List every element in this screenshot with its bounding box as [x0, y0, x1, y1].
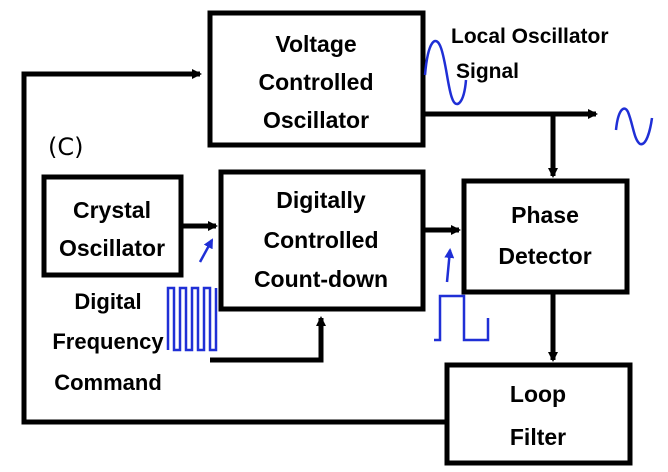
- loop-filter-block: Loop Filter: [444, 362, 633, 466]
- svg-text:Loop: Loop: [510, 381, 566, 407]
- sine-wave-icon: [423, 39, 468, 106]
- phase-detector-block: Phase Detector: [461, 178, 630, 295]
- feedback-line: [21, 69, 447, 425]
- panel-label: (C): [48, 133, 83, 161]
- svg-text:Count-down: Count-down: [254, 266, 388, 292]
- square-pointer-arrow: [444, 248, 455, 283]
- command-label-line3: Command: [54, 370, 162, 395]
- svg-text:Digitally: Digitally: [276, 187, 366, 213]
- svg-text:Oscillator: Oscillator: [263, 107, 369, 133]
- svg-text:Controlled: Controlled: [259, 69, 374, 95]
- svg-text:Crystal: Crystal: [73, 197, 151, 223]
- lo-signal-label-line1: Local Oscillator: [451, 25, 609, 48]
- command-label-line1: Digital: [74, 289, 141, 314]
- svg-text:Filter: Filter: [510, 424, 566, 450]
- command-label-line2: Frequency: [52, 329, 164, 354]
- pulse-pointer-arrow: [198, 238, 214, 263]
- svg-text:Detector: Detector: [498, 243, 591, 269]
- crystal-oscillator-block: Crystal Oscillator: [41, 174, 184, 278]
- svg-text:Oscillator: Oscillator: [59, 235, 165, 261]
- pulse-train-icon: [166, 286, 218, 352]
- svg-text:Controlled: Controlled: [264, 227, 379, 253]
- lo-signal-label-line2: Signal: [456, 60, 519, 83]
- square-wave-icon: [434, 294, 490, 342]
- countdown-block: Digitally Controlled Count-down: [218, 169, 426, 312]
- svg-text:Phase: Phase: [511, 202, 579, 228]
- output-sine-wave-icon: [614, 107, 654, 146]
- svg-text:Voltage: Voltage: [275, 31, 356, 57]
- vco-block: Voltage Controlled Oscillator: [207, 10, 426, 148]
- command-line: [210, 316, 326, 363]
